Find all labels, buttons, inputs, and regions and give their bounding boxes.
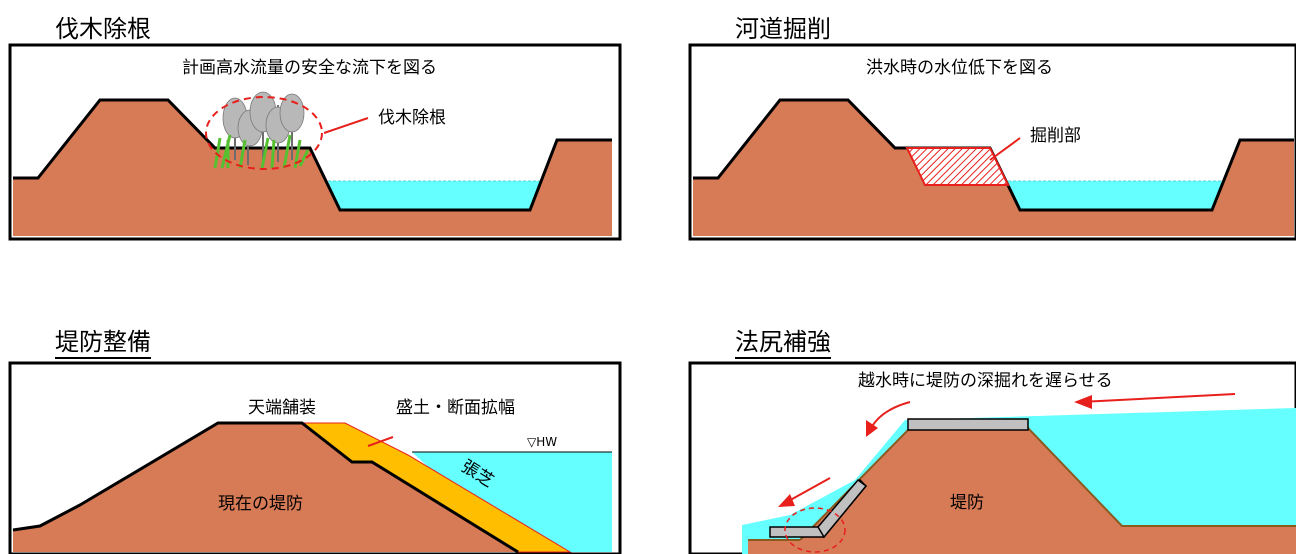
trees-icon — [213, 91, 310, 169]
label-current-levee: 現在の堤防 — [218, 494, 303, 514]
caption-tree-removal: 計画高水流量の安全な流下を図る — [182, 58, 437, 78]
panel-title-toe: 法尻補強 — [735, 330, 831, 359]
callout-tree-removal: 伐木除根 — [378, 108, 446, 128]
panel-title-excavation: 河道掘削 — [735, 17, 831, 46]
label-turf: 張芝 — [457, 456, 497, 492]
label-paving: 天端舗装 — [248, 398, 316, 418]
label-hw: ▽HW — [527, 435, 558, 449]
panel-title-tree-removal: 伐木除根 — [55, 17, 151, 46]
callout-excavation: 掘削部 — [1030, 126, 1081, 146]
label-widening: 盛土・断面拡幅 — [396, 398, 515, 418]
caption-toe: 越水時に堤防の深掘れを遅らせる — [858, 371, 1113, 391]
panel-title-levee: 堤防整備 — [55, 330, 151, 359]
label-levee: 堤防 — [950, 493, 984, 513]
caption-excavation: 洪水時の水位低下を図る — [866, 58, 1053, 78]
